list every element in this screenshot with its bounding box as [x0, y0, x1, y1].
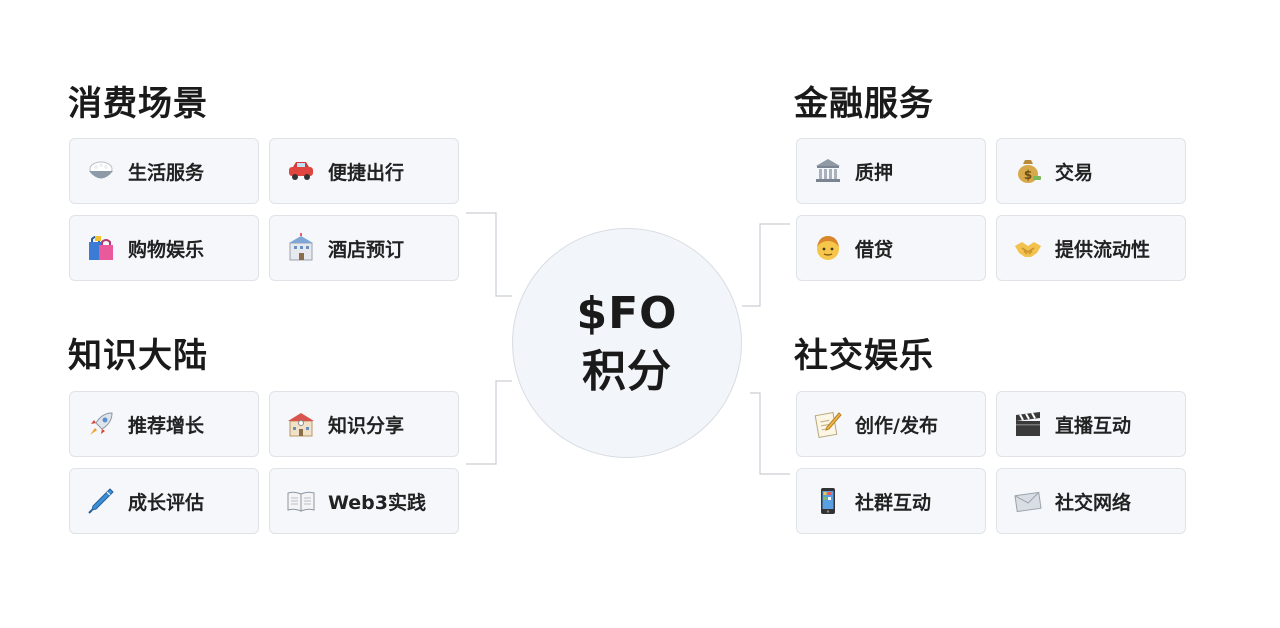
- card-label: 购物娱乐: [128, 238, 205, 261]
- card-growth-assessment[interactable]: 成长评估: [69, 468, 259, 534]
- card-live-interaction[interactable]: 直播互动: [996, 391, 1186, 457]
- rice-bowl-icon: [86, 156, 116, 186]
- card-label: 知识分享: [328, 414, 405, 437]
- car-icon: [286, 156, 316, 186]
- group-title-consumption: 消费场景: [68, 84, 208, 124]
- pen-icon: [86, 486, 116, 516]
- card-web3-practice[interactable]: Web3实践: [269, 468, 459, 534]
- card-knowledge-sharing[interactable]: 知识分享: [269, 391, 459, 457]
- mobile-phone-icon: [813, 486, 843, 516]
- card-create-publish[interactable]: 创作/发布: [796, 391, 986, 457]
- money-bag-icon: $: [1013, 156, 1043, 186]
- group-title-knowledge: 知识大陆: [68, 336, 208, 376]
- clapper-board-icon: [1013, 409, 1043, 439]
- group-title-social: 社交娱乐: [794, 336, 934, 376]
- shopping-bags-icon: [86, 233, 116, 263]
- hotel-icon: [286, 233, 316, 263]
- person-icon: [813, 233, 843, 263]
- card-label: 生活服务: [128, 161, 205, 184]
- connector-bottom-left: [466, 380, 512, 465]
- card-label: 直播互动: [1055, 414, 1132, 437]
- card-label: 酒店预订: [328, 238, 405, 261]
- card-lending[interactable]: 借贷: [796, 215, 986, 281]
- card-label: 便捷出行: [328, 161, 405, 184]
- card-label: 交易: [1055, 161, 1094, 184]
- card-label: 推荐增长: [128, 414, 205, 437]
- card-label: 借贷: [855, 238, 894, 261]
- card-hotel-booking[interactable]: 酒店预订: [269, 215, 459, 281]
- card-label: 成长评估: [128, 491, 205, 514]
- school-icon: [286, 409, 316, 439]
- group-title-finance: 金融服务: [794, 84, 934, 124]
- handshake-icon: [1013, 233, 1043, 263]
- card-trading[interactable]: $ 交易: [996, 138, 1186, 204]
- card-shopping-entertainment[interactable]: 购物娱乐: [69, 215, 259, 281]
- card-provide-liquidity[interactable]: 提供流动性: [996, 215, 1186, 281]
- connector-top-left: [466, 212, 512, 297]
- card-label: 质押: [855, 161, 894, 184]
- card-label: 社群互动: [855, 491, 932, 514]
- card-convenient-travel[interactable]: 便捷出行: [269, 138, 459, 204]
- card-label: Web3实践: [328, 491, 426, 514]
- card-life-services[interactable]: 生活服务: [69, 138, 259, 204]
- card-staking[interactable]: 质押: [796, 138, 986, 204]
- memo-icon: [813, 409, 843, 439]
- connector-top-right: [742, 223, 790, 307]
- bank-icon: [813, 156, 843, 186]
- book-icon: [286, 486, 316, 516]
- card-label: 社交网络: [1055, 491, 1132, 514]
- connector-bottom-right: [750, 392, 790, 475]
- rocket-icon: [86, 409, 116, 439]
- card-label: 提供流动性: [1055, 238, 1151, 261]
- card-referral-growth[interactable]: 推荐增长: [69, 391, 259, 457]
- card-community-interaction[interactable]: 社群互动: [796, 468, 986, 534]
- envelope-icon: [1013, 486, 1043, 516]
- card-label: 创作/发布: [855, 414, 938, 437]
- center-token-label: 积分: [582, 346, 672, 397]
- svg-text:$: $: [1024, 168, 1032, 182]
- center-token-circle: $FO 积分: [512, 228, 742, 458]
- center-token-symbol: $FO: [576, 288, 678, 339]
- card-social-network[interactable]: 社交网络: [996, 468, 1186, 534]
